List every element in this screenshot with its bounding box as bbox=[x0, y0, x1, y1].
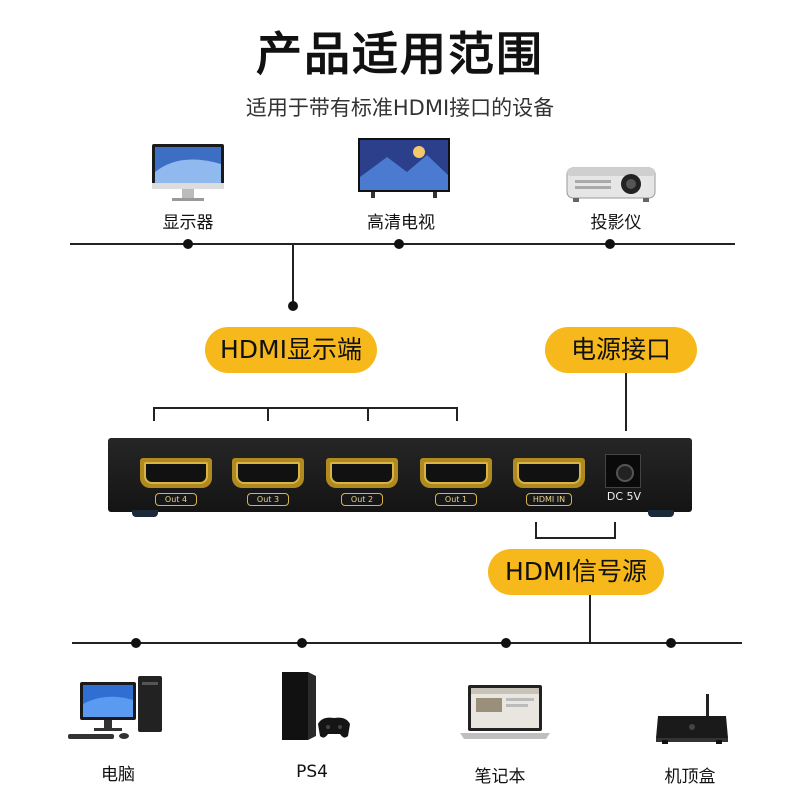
hdmi-display-pill: HDMI显示端 bbox=[205, 327, 377, 373]
dc-power-jack bbox=[605, 454, 641, 488]
port-label: Out 3 bbox=[247, 493, 289, 506]
port-label: Out 2 bbox=[341, 493, 383, 506]
hdmi-port-out2: Out 2 bbox=[326, 458, 398, 506]
splitter-foot bbox=[132, 510, 158, 517]
device-label-tv: 高清电视 bbox=[367, 213, 435, 233]
hdmi-port-out4: Out 4 bbox=[140, 458, 212, 506]
device-label-laptop: 笔记本 bbox=[474, 767, 526, 787]
dc-label: DC 5V bbox=[606, 490, 642, 503]
source-bus-line bbox=[72, 642, 742, 644]
device-label-settop: 机顶盒 bbox=[664, 767, 716, 787]
input-bracket bbox=[535, 537, 616, 539]
bracket-tick bbox=[267, 407, 269, 421]
hdmi-splitter: Out 4 Out 3 Out 2 Out 1 HDMI IN DC 5V bbox=[108, 438, 692, 512]
connector-dot bbox=[288, 301, 298, 311]
power-line bbox=[625, 373, 627, 431]
bracket-tick bbox=[153, 407, 155, 421]
connector-dot bbox=[394, 239, 404, 249]
output-bracket bbox=[153, 407, 458, 409]
hdmi-port-in: HDMI IN bbox=[513, 458, 585, 506]
port-label: Out 4 bbox=[155, 493, 197, 506]
connector-dot bbox=[297, 638, 307, 648]
set-top-box-icon bbox=[656, 694, 728, 744]
connector-dot bbox=[605, 239, 615, 249]
hdmi-port-out1: Out 1 bbox=[420, 458, 492, 506]
connector-dot bbox=[666, 638, 676, 648]
bracket-tick bbox=[367, 407, 369, 421]
device-label-computer: 电脑 bbox=[101, 765, 135, 785]
bracket-tick bbox=[456, 407, 458, 421]
hdmi-port-out3: Out 3 bbox=[232, 458, 304, 506]
port-label: HDMI IN bbox=[526, 493, 572, 506]
connector-dot bbox=[501, 638, 511, 648]
bracket-tick bbox=[614, 522, 616, 538]
device-label-projector: 投影仪 bbox=[590, 213, 642, 233]
device-label-monitor: 显示器 bbox=[162, 213, 214, 233]
splitter-foot bbox=[648, 510, 674, 517]
hdmi-source-pill: HDMI信号源 bbox=[488, 549, 664, 595]
port-label: Out 1 bbox=[435, 493, 477, 506]
source-drop-line bbox=[589, 595, 591, 643]
laptop-icon bbox=[460, 685, 550, 739]
display-drop-line bbox=[292, 244, 294, 306]
projector-icon bbox=[566, 167, 656, 202]
page-title: 产品适用范围 bbox=[256, 27, 544, 81]
power-pill: 电源接口 bbox=[545, 327, 697, 373]
desktop-computer-icon bbox=[68, 676, 162, 739]
game-console-icon bbox=[282, 672, 350, 740]
connector-dot bbox=[183, 239, 193, 249]
device-label-ps4: PS4 bbox=[296, 762, 328, 782]
tv-icon bbox=[358, 138, 450, 198]
page-subtitle: 适用于带有标准HDMI接口的设备 bbox=[245, 96, 555, 120]
monitor-icon bbox=[152, 144, 224, 201]
connector-dot bbox=[131, 638, 141, 648]
bracket-tick bbox=[535, 522, 537, 538]
